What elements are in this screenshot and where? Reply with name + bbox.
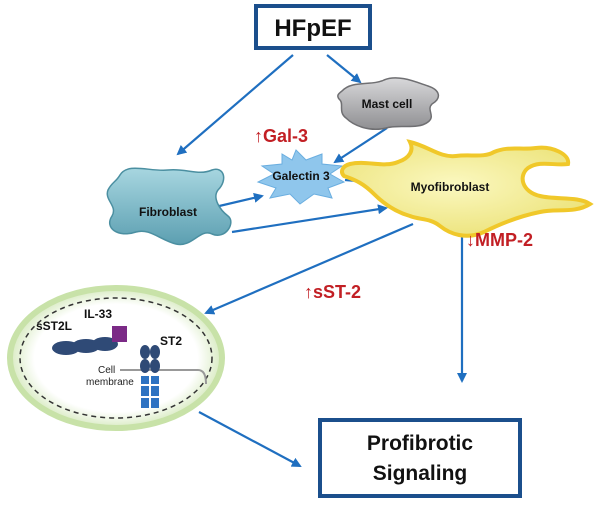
profibrotic-box: Profibrotic Signaling	[318, 418, 522, 498]
sst2l-protein	[52, 337, 118, 355]
profibrotic-label-line1: Profibrotic	[367, 432, 473, 455]
arrow-fibroblast-to-galectin	[214, 192, 264, 209]
sst2-marker: ↑sST-2	[304, 282, 361, 302]
arrow-inset-to-profibrotic	[198, 411, 302, 467]
mast-cell-label: Mast cell	[362, 97, 413, 111]
hfpef-label: HFpEF	[274, 15, 351, 42]
receptor-inset: sST2L IL-33 ST2 Cell membrane	[7, 285, 225, 431]
arrow-hfpef-to-fibroblast	[176, 54, 294, 156]
st2-label: ST2	[160, 334, 182, 348]
mast-cell: Mast cell	[337, 77, 440, 130]
myofibroblast: Myofibroblast	[340, 139, 594, 238]
membrane-label-line1: Cell	[98, 365, 115, 376]
arrow-fibroblast-to-myofibroblast	[231, 204, 388, 234]
cell-membrane-line	[120, 369, 207, 385]
galectin-label: Galectin 3	[272, 169, 330, 183]
galectin-3: Galectin 3	[256, 149, 346, 205]
hfpef-box: HFpEF	[254, 4, 372, 50]
arrow-mast-cell-to-galectin	[333, 127, 388, 164]
arrow-myofibroblast-to-inset	[204, 222, 414, 315]
fibroblast: Fibroblast	[106, 167, 232, 246]
membrane-label-line2: membrane	[86, 377, 134, 388]
il33-protein	[112, 326, 127, 342]
arrow-hfpef-to-mast-cell	[326, 54, 362, 84]
arrows	[176, 54, 467, 467]
st2-receptor	[140, 345, 160, 408]
mmp2-marker: ↓MMP-2	[466, 230, 533, 250]
sst2l-label: sST2L	[36, 319, 72, 333]
profibrotic-label-line2: Signaling	[373, 462, 468, 485]
il33-label: IL-33	[84, 307, 112, 321]
gal3-marker: ↑Gal-3	[254, 126, 308, 146]
myofibroblast-label: Myofibroblast	[411, 180, 490, 194]
fibroblast-label: Fibroblast	[139, 205, 197, 219]
